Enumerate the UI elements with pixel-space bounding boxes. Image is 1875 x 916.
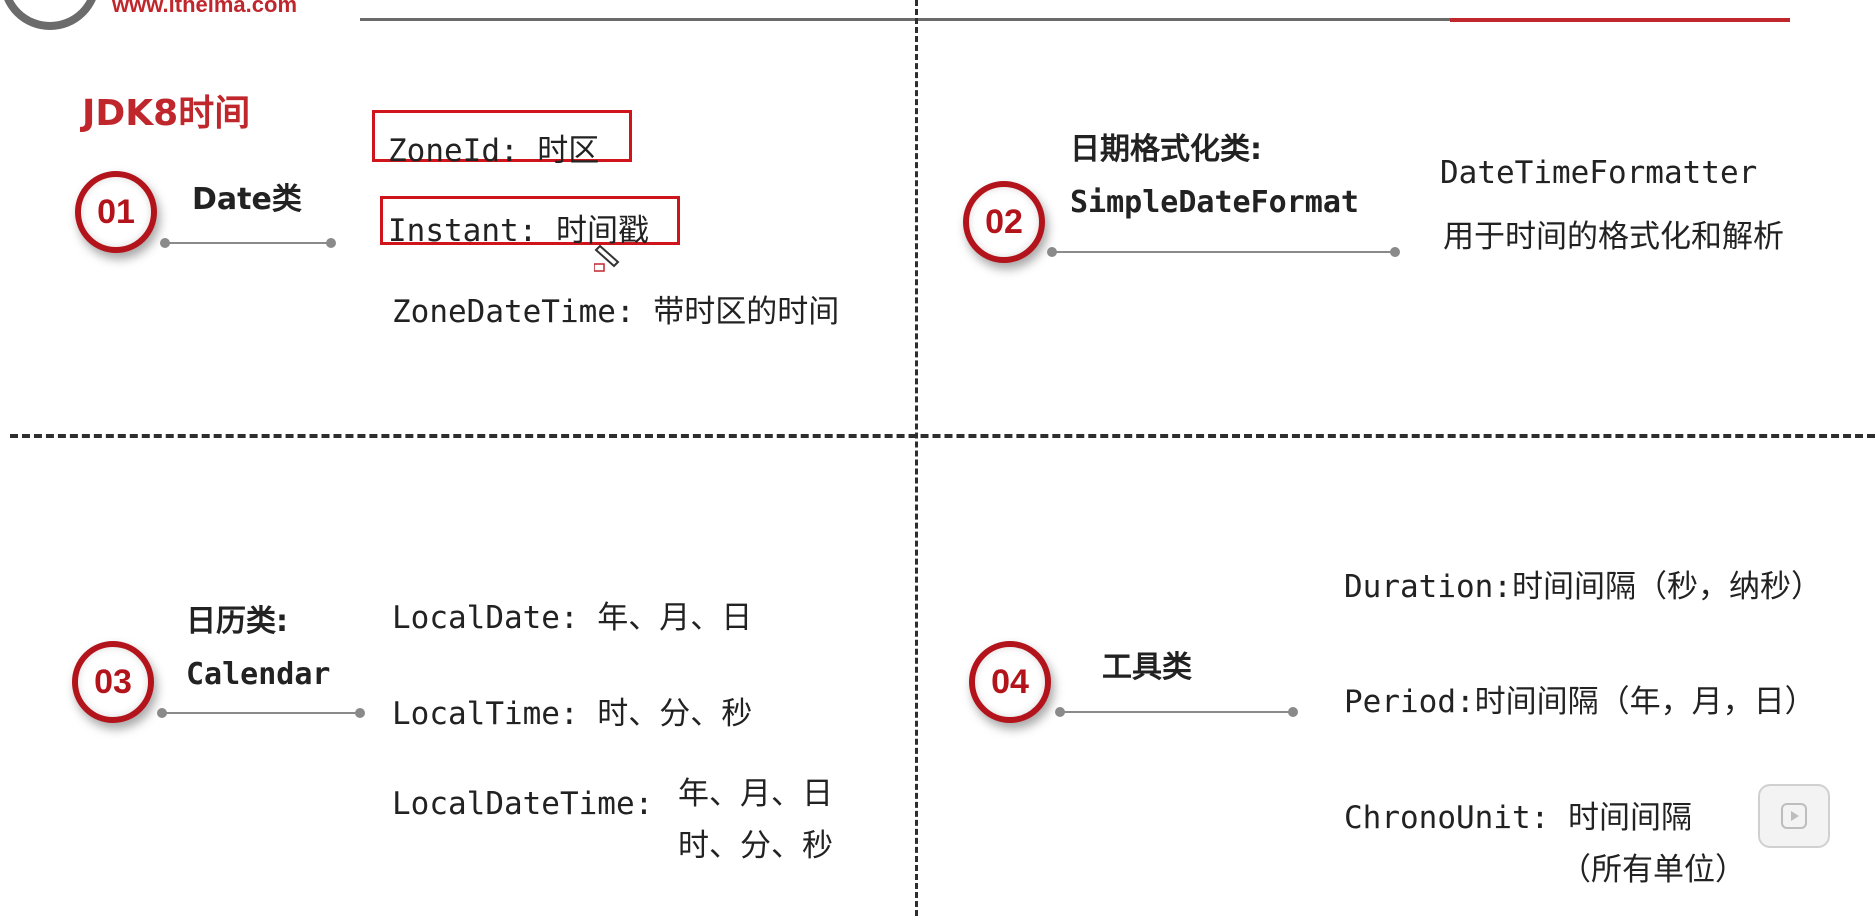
q4-item-duration: Duration:时间间隔（秒，纳秒）: [1344, 569, 1822, 605]
q3-item-localtime: LocalTime: 时、分、秒: [392, 696, 753, 732]
q4-connector-dot-end: [1288, 707, 1298, 717]
q2-connector-dot-end: [1390, 247, 1400, 257]
q2-item-datetimeformatter: DateTimeFormatter: [1440, 155, 1758, 191]
badge-04: 04: [969, 641, 1051, 723]
vertical-divider: [915, 0, 918, 916]
q1-connector-dot-start: [160, 238, 170, 248]
q2-connector-dot-start: [1047, 247, 1057, 257]
q4-item-chronounit: ChronoUnit: 时间间隔: [1344, 800, 1692, 836]
q2-category-label-line2: SimpleDateFormat: [1070, 185, 1359, 220]
q3-connector: [162, 712, 360, 714]
q1-connector: [165, 242, 330, 244]
badge-03: 03: [72, 641, 154, 723]
highlight-box-zoneid: [372, 110, 632, 162]
horizontal-divider: [10, 434, 1875, 438]
q2-category-label-line1: 日期格式化类:: [1070, 132, 1262, 167]
pen-cursor-icon: [594, 244, 620, 272]
q3-item-localdatetime-line1: 年、月、日: [678, 776, 833, 812]
q2-item-description: 用于时间的格式化和解析: [1443, 219, 1784, 255]
q4-connector-dot-start: [1055, 707, 1065, 717]
q4-item-chronounit-sub: （所有单位）: [1560, 852, 1746, 888]
q1-item-instant: Instant: 时间戳: [388, 213, 649, 249]
q1-category-label: Date类: [192, 182, 302, 217]
q4-item-period: Period:时间间隔（年，月，日）: [1344, 684, 1816, 720]
q2-connector: [1052, 251, 1395, 253]
play-icon: [1781, 803, 1807, 829]
badge-01: 01: [75, 171, 157, 253]
q3-item-localdatetime-line2: 时、分、秒: [678, 828, 833, 864]
q1-item-zoneid: ZoneId: 时区: [388, 133, 600, 169]
q4-connector: [1060, 711, 1293, 713]
header-rule: [360, 18, 1790, 21]
q1-item-zonedatetime: ZoneDateTime: 带时区的时间: [392, 294, 840, 330]
q3-category-label-line2: Calendar: [186, 657, 331, 692]
q3-connector-dot-end: [355, 708, 365, 718]
q4-category-label: 工具类: [1102, 650, 1192, 685]
brand-url: www.itheima.com: [112, 0, 298, 17]
q3-category-label-line1: 日历类:: [186, 604, 288, 639]
q3-connector-dot-start: [157, 708, 167, 718]
q3-item-localdate: LocalDate: 年、月、日: [392, 600, 753, 636]
q1-connector-dot-end: [326, 238, 336, 248]
header-accent-rule: [1450, 18, 1790, 22]
play-button[interactable]: [1758, 784, 1830, 848]
section-title: JDK8时间: [82, 93, 251, 134]
brand-logo-icon: [0, 0, 100, 30]
highlight-box-instant: [380, 196, 680, 245]
badge-02: 02: [963, 181, 1045, 263]
q3-item-localdatetime-key: LocalDateTime:: [392, 786, 654, 822]
